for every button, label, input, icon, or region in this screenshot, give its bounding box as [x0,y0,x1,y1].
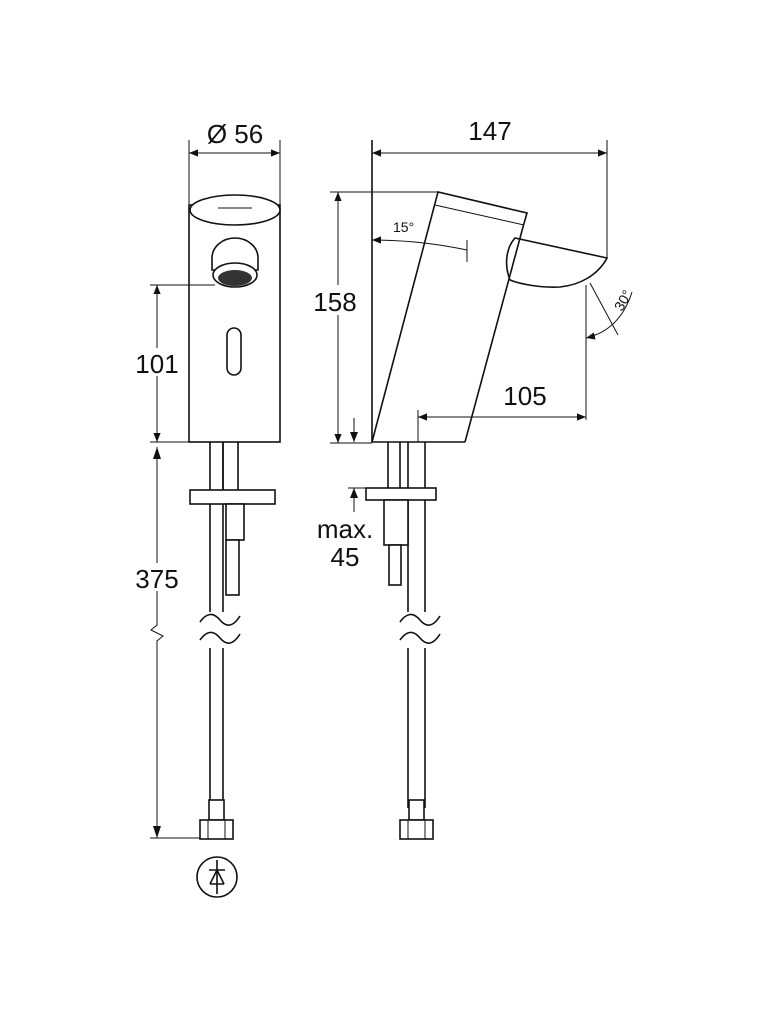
nut-facets [407,820,426,839]
mounting-bracket-side [365,487,437,501]
angle-arc-30 [586,282,633,338]
hose-ferrule [408,799,425,821]
flow-symbol-icon [196,856,238,898]
ext-lines [330,191,438,444]
hose-nut [399,819,434,840]
aerator-mesh [218,270,252,286]
front-view: Ø 56 101 375 [133,119,281,898]
break-symbol [399,613,441,644]
dim-reach: 105 [503,381,546,411]
base-line [371,140,465,443]
dim-diameter: Ø 56 [207,119,263,149]
dim-tilt-angle: 15° [393,219,414,235]
threaded-rod-side [383,499,409,546]
dim-hose-length: 375 [135,564,178,594]
threaded-rod [225,503,245,541]
dim-max-value: 45 [331,542,360,572]
dim-spout-height: 101 [135,349,178,379]
sensor-window [226,327,242,376]
dim-line-375 [150,447,164,838]
aerator-housing [211,237,259,271]
cap-edge [434,204,525,226]
dim-height: 158 [313,287,356,317]
rod-lower [225,539,240,596]
ext-lines [417,285,587,442]
dim-projection: 147 [468,116,511,146]
dim-max-label: max. [317,514,373,544]
supply-hose-front [209,442,224,808]
tap-body-side [371,191,528,443]
hose-ferrule [208,799,225,821]
spout [505,237,609,288]
rod-lower-side [388,544,402,586]
hose-nut [199,819,234,840]
dim-spout-angle: 30° [611,287,635,313]
angle-arc-15 [372,240,468,262]
sensor-cap [189,194,281,226]
mounting-bracket [189,489,276,505]
nut-facets [207,820,226,839]
break-symbol [199,613,241,644]
side-view: 147 158 15° 105 30° max. 45 [308,116,635,840]
